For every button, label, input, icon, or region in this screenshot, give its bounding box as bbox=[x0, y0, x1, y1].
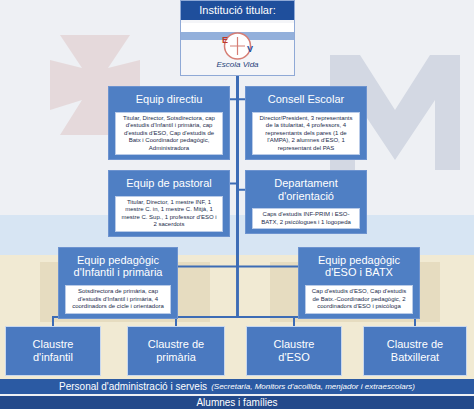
node-heading: Personal d'administració i serveis bbox=[59, 381, 207, 392]
node-heading: Claustre d'infantil bbox=[6, 338, 100, 364]
node-body: Titular, Director, Sotsdirectora, cap d'… bbox=[115, 112, 223, 156]
node-heading: Equip de pastoral bbox=[109, 171, 229, 196]
node-heading: Institució titular: bbox=[181, 1, 294, 20]
node-heading: Claustre de Batxillerat bbox=[364, 338, 466, 364]
department-box: Departament d'orientacióCaps d'estudis I… bbox=[245, 170, 367, 234]
node-body: Cap d'estudis d'ESO, Cap d'estudis de Ba… bbox=[305, 285, 413, 314]
node-heading: Equip directiu bbox=[109, 87, 229, 112]
node-body: Sotsdirectora de primària, cap d'estudis… bbox=[65, 285, 171, 314]
node-body: Director/President, 3 representants de l… bbox=[252, 112, 360, 156]
community-band: Alumnes i famílies bbox=[0, 396, 474, 409]
council-box: Consell EscolarDirector/President, 3 rep… bbox=[245, 86, 367, 160]
staff-box: Claustre de primària bbox=[127, 326, 225, 376]
node-heading: Equip pedagògic d'Infantil i primària bbox=[59, 248, 177, 285]
logo-letter: V bbox=[244, 45, 256, 54]
org-connector bbox=[230, 76, 238, 183]
team-box: Equip directiuTitular, Director, Sotsdir… bbox=[108, 86, 230, 160]
logo-name: Escola Vida bbox=[197, 61, 278, 69]
node-heading: Departament d'orientació bbox=[246, 171, 366, 208]
org-connector bbox=[238, 76, 416, 326]
node-body: (Secretaria, Monitors d'acollida, menjad… bbox=[211, 382, 415, 391]
team-box: Equip pedagògic d'Infantil i primàriaSot… bbox=[58, 247, 178, 319]
node-heading: Equip pedagògic d'ESO i BATX bbox=[299, 248, 419, 285]
node-body: Caps d'estudis INF-PRIM i ESO-BATX, 2 ps… bbox=[252, 208, 360, 229]
org-connector bbox=[238, 76, 246, 99]
node-body: Titular, Director, 1 mestre INF, 1 mestr… bbox=[115, 196, 223, 232]
team-box: Equip de pastoralTitular, Director, 1 me… bbox=[108, 170, 230, 237]
staff-box: Claustre de Batxillerat bbox=[363, 326, 467, 376]
staff-box: Claustre d'ESO bbox=[246, 326, 342, 376]
team-box: Equip pedagògic d'ESO i BATXCap d'estudi… bbox=[298, 247, 420, 319]
node-heading: Claustre d'ESO bbox=[247, 338, 341, 364]
staff-box: Claustre d'infantil bbox=[5, 326, 101, 376]
logo-letter: E bbox=[219, 36, 231, 45]
node-heading: Claustre de primària bbox=[128, 338, 224, 364]
staff-band: Personal d'administració i serveis (Secre… bbox=[0, 379, 474, 394]
node-heading: Alumnes i famílies bbox=[196, 397, 277, 408]
org-connector bbox=[238, 76, 246, 190]
org-connector bbox=[230, 76, 238, 99]
node-heading: Consell Escolar bbox=[246, 87, 366, 112]
org-connector bbox=[53, 76, 238, 326]
